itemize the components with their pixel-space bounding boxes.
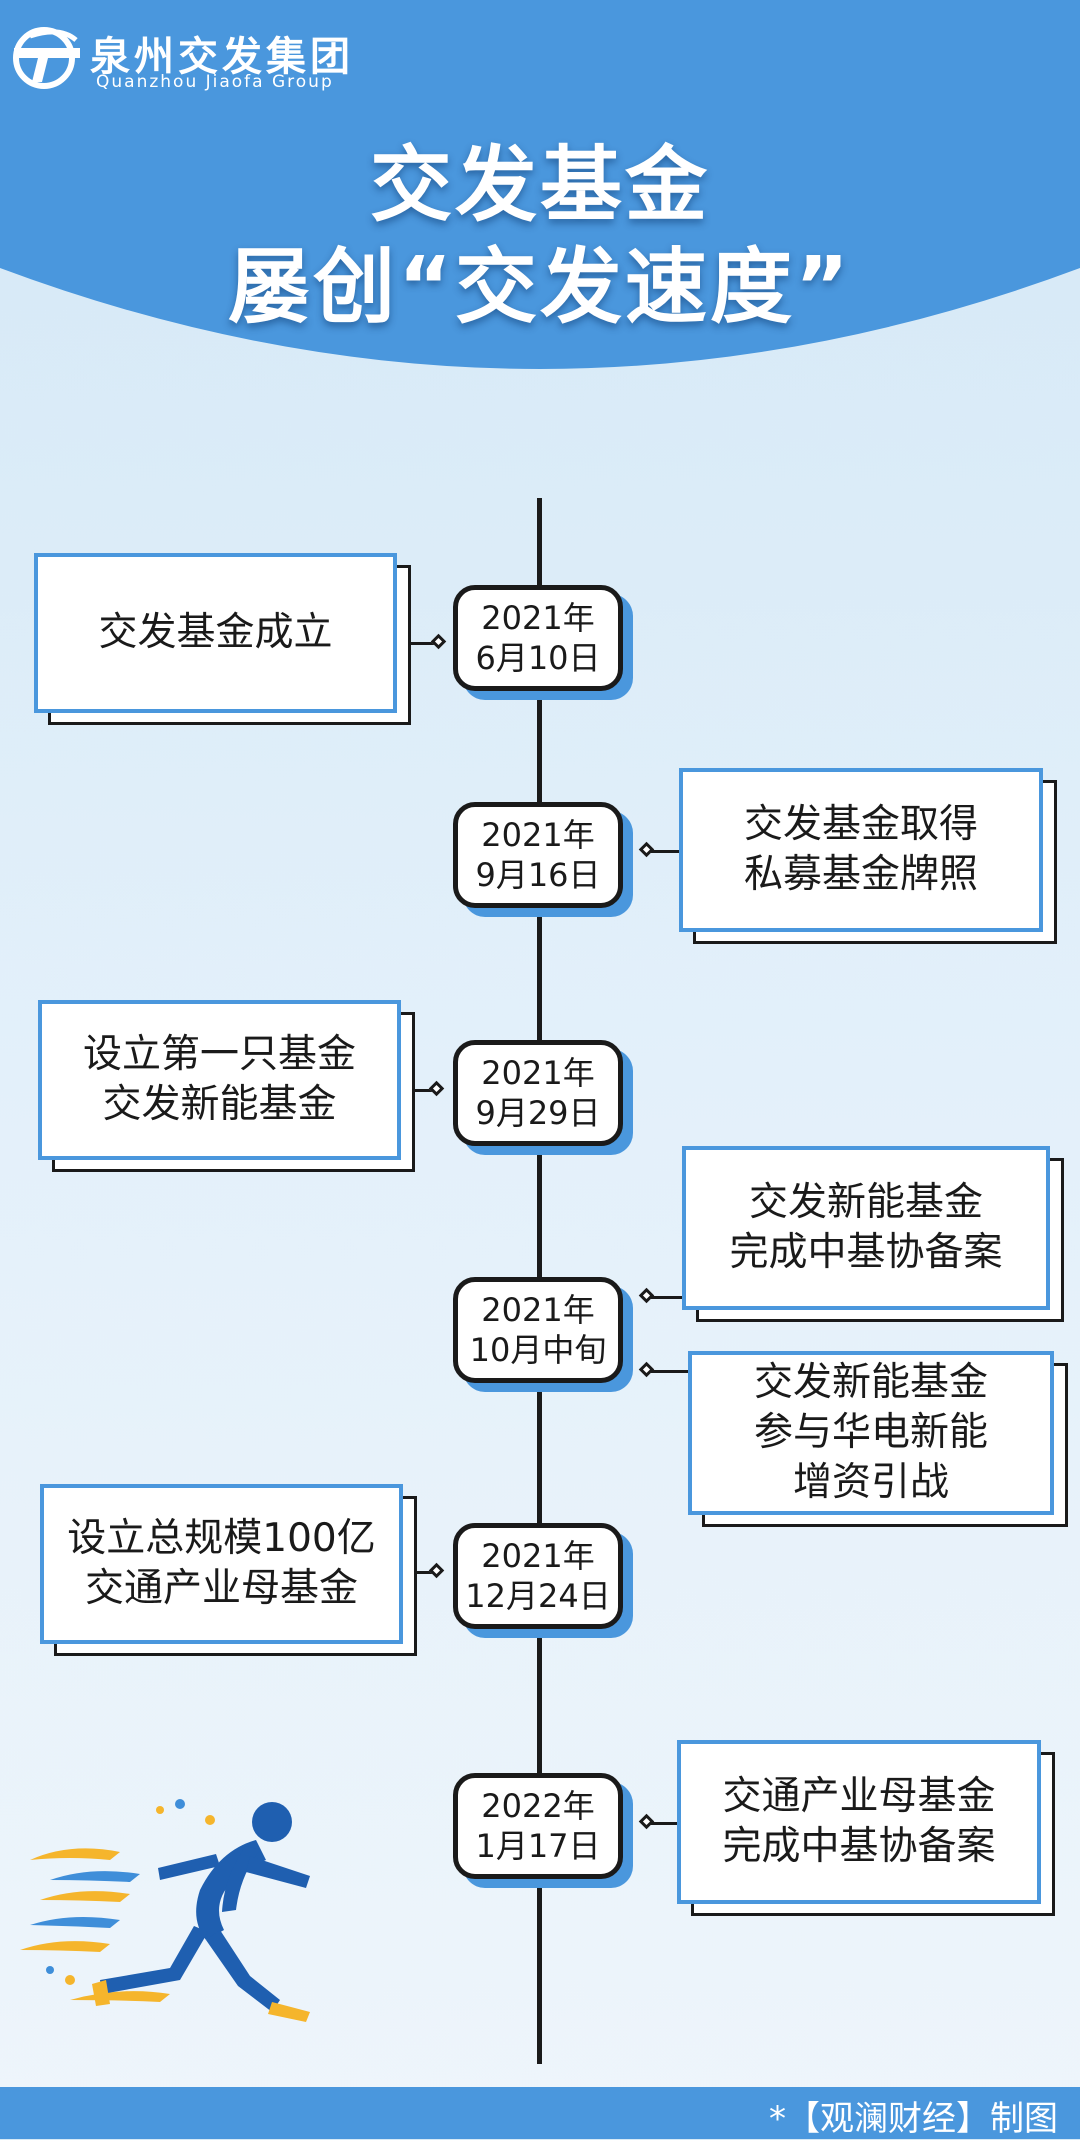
logo-english-name: Quanzhou Jiaofa Group bbox=[96, 72, 334, 92]
event-card-1: 交发基金成立 bbox=[34, 553, 411, 725]
date-year: 2022年 bbox=[481, 1787, 595, 1825]
event-text: 交通产业母基金 bbox=[84, 1566, 358, 1611]
date-day: 9月29日 bbox=[475, 1094, 601, 1132]
event-text: 参与华电新能 bbox=[753, 1410, 988, 1455]
event-card-3: 设立第一只基金 交发新能基金 bbox=[38, 1000, 415, 1172]
date-day: 6月10日 bbox=[475, 639, 601, 677]
timeline-date-2: 2021年 9月16日 bbox=[453, 802, 623, 908]
timeline-date-5: 2021年 12月24日 bbox=[453, 1523, 623, 1629]
event-text: 交发新能基金 bbox=[753, 1360, 988, 1405]
date-year: 2021年 bbox=[481, 599, 595, 637]
date-year: 2021年 bbox=[481, 1291, 595, 1329]
timeline-connector bbox=[623, 841, 679, 861]
event-text: 交发基金成立 bbox=[98, 610, 333, 655]
header-background bbox=[0, 0, 1080, 369]
date-year: 2021年 bbox=[481, 1537, 595, 1575]
timeline-connector bbox=[623, 1361, 688, 1381]
timeline-connector bbox=[623, 1287, 682, 1307]
poster-title-line2: 屡创“交发速度” bbox=[228, 240, 852, 335]
timeline-connector bbox=[401, 1080, 453, 1100]
date-day: 12月24日 bbox=[465, 1577, 611, 1615]
event-text: 设立总规模100亿 bbox=[67, 1516, 376, 1561]
event-card-5: 设立总规模100亿 交通产业母基金 bbox=[40, 1484, 417, 1656]
event-text: 完成中基协备案 bbox=[722, 1824, 996, 1869]
event-card-6: 交通产业母基金 完成中基协备案 bbox=[677, 1740, 1055, 1916]
footer-bar: *【观澜财经】制图 bbox=[0, 2087, 1080, 2139]
date-day: 1月17日 bbox=[475, 1827, 601, 1865]
timeline-connector bbox=[623, 1813, 677, 1833]
timeline-date-4: 2021年 10月中旬 bbox=[453, 1277, 623, 1383]
timeline-connector bbox=[403, 1562, 453, 1582]
running-athlete-icon bbox=[20, 1799, 310, 2022]
logo: 泉州交发集团 Quanzhou Jiaofa Group bbox=[10, 24, 350, 94]
event-card-4b: 交发新能基金 参与华电新能 增资引战 bbox=[688, 1351, 1068, 1527]
jiaofa-logo-icon bbox=[13, 27, 80, 89]
event-text: 增资引战 bbox=[792, 1460, 949, 1505]
timeline-date-1: 2021年 6月10日 bbox=[453, 585, 623, 691]
date-day: 9月16日 bbox=[475, 856, 601, 894]
date-day: 10月中旬 bbox=[469, 1331, 607, 1369]
event-card-4a: 交发新能基金 完成中基协备案 bbox=[682, 1146, 1064, 1322]
logo-chinese-name: 泉州交发集团 bbox=[90, 34, 354, 80]
date-year: 2021年 bbox=[481, 816, 595, 854]
event-text: 交发基金取得 bbox=[743, 802, 978, 847]
poster-title-line1: 交发基金 bbox=[369, 138, 710, 233]
event-text: 私募基金牌照 bbox=[743, 852, 978, 897]
footer-credit: *【观澜财经】制图 bbox=[769, 2099, 1058, 2139]
date-year: 2021年 bbox=[481, 1054, 595, 1092]
timeline-date-3: 2021年 9月29日 bbox=[453, 1040, 623, 1146]
timeline-date-6: 2022年 1月17日 bbox=[453, 1773, 623, 1879]
event-text: 交发新能基金 bbox=[102, 1082, 337, 1127]
event-card-2: 交发基金取得 私募基金牌照 bbox=[679, 768, 1057, 944]
event-text: 完成中基协备案 bbox=[729, 1230, 1003, 1275]
event-text: 交发新能基金 bbox=[748, 1180, 983, 1225]
event-text: 交通产业母基金 bbox=[722, 1774, 996, 1819]
event-text: 设立第一只基金 bbox=[82, 1032, 356, 1077]
timeline-connector bbox=[397, 633, 453, 653]
